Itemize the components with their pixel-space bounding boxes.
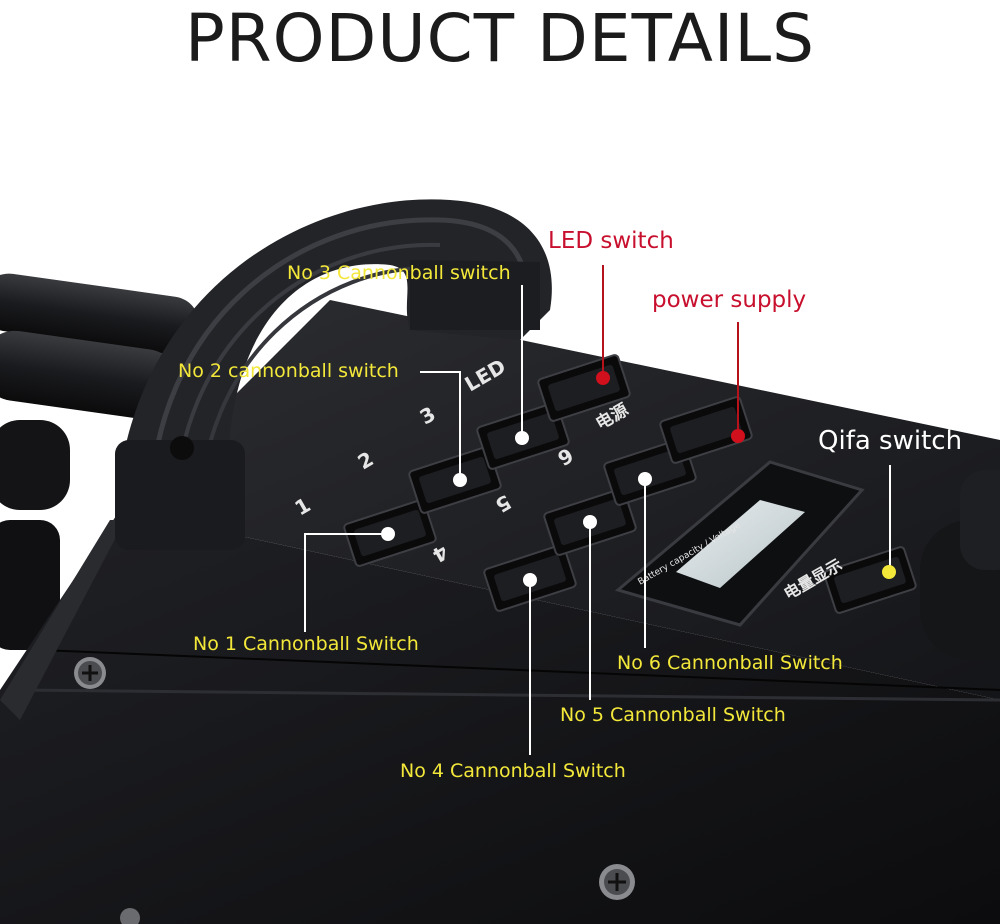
label-no3-switch: No 3 Cannonball switch [287, 262, 511, 284]
machine-front [0, 510, 1000, 924]
screws [74, 657, 635, 924]
right-cylinders [920, 470, 1000, 660]
label-no5-switch: No 5 Cannonball Switch [560, 704, 786, 726]
battery-display [614, 460, 865, 627]
tube-group [0, 273, 200, 650]
leader-lines [304, 265, 891, 755]
label-no2-switch: No 2 cannonball switch [178, 360, 399, 382]
carry-handle [115, 199, 552, 550]
label-no4-switch: No 4 Cannonball Switch [400, 760, 626, 782]
label-no1-switch: No 1 Cannonball Switch [193, 633, 419, 655]
label-no6-switch: No 6 Cannonball Switch [617, 652, 843, 674]
power-switch [659, 396, 753, 464]
label-qifa-switch: Qifa switch [818, 426, 963, 456]
label-led-switch: LED switch [548, 228, 674, 254]
page-title: PRODUCT DETAILS [184, 0, 816, 77]
leader-dots [381, 371, 896, 587]
machine-top-panel [120, 300, 1000, 700]
label-power-supply: power supply [652, 287, 807, 313]
